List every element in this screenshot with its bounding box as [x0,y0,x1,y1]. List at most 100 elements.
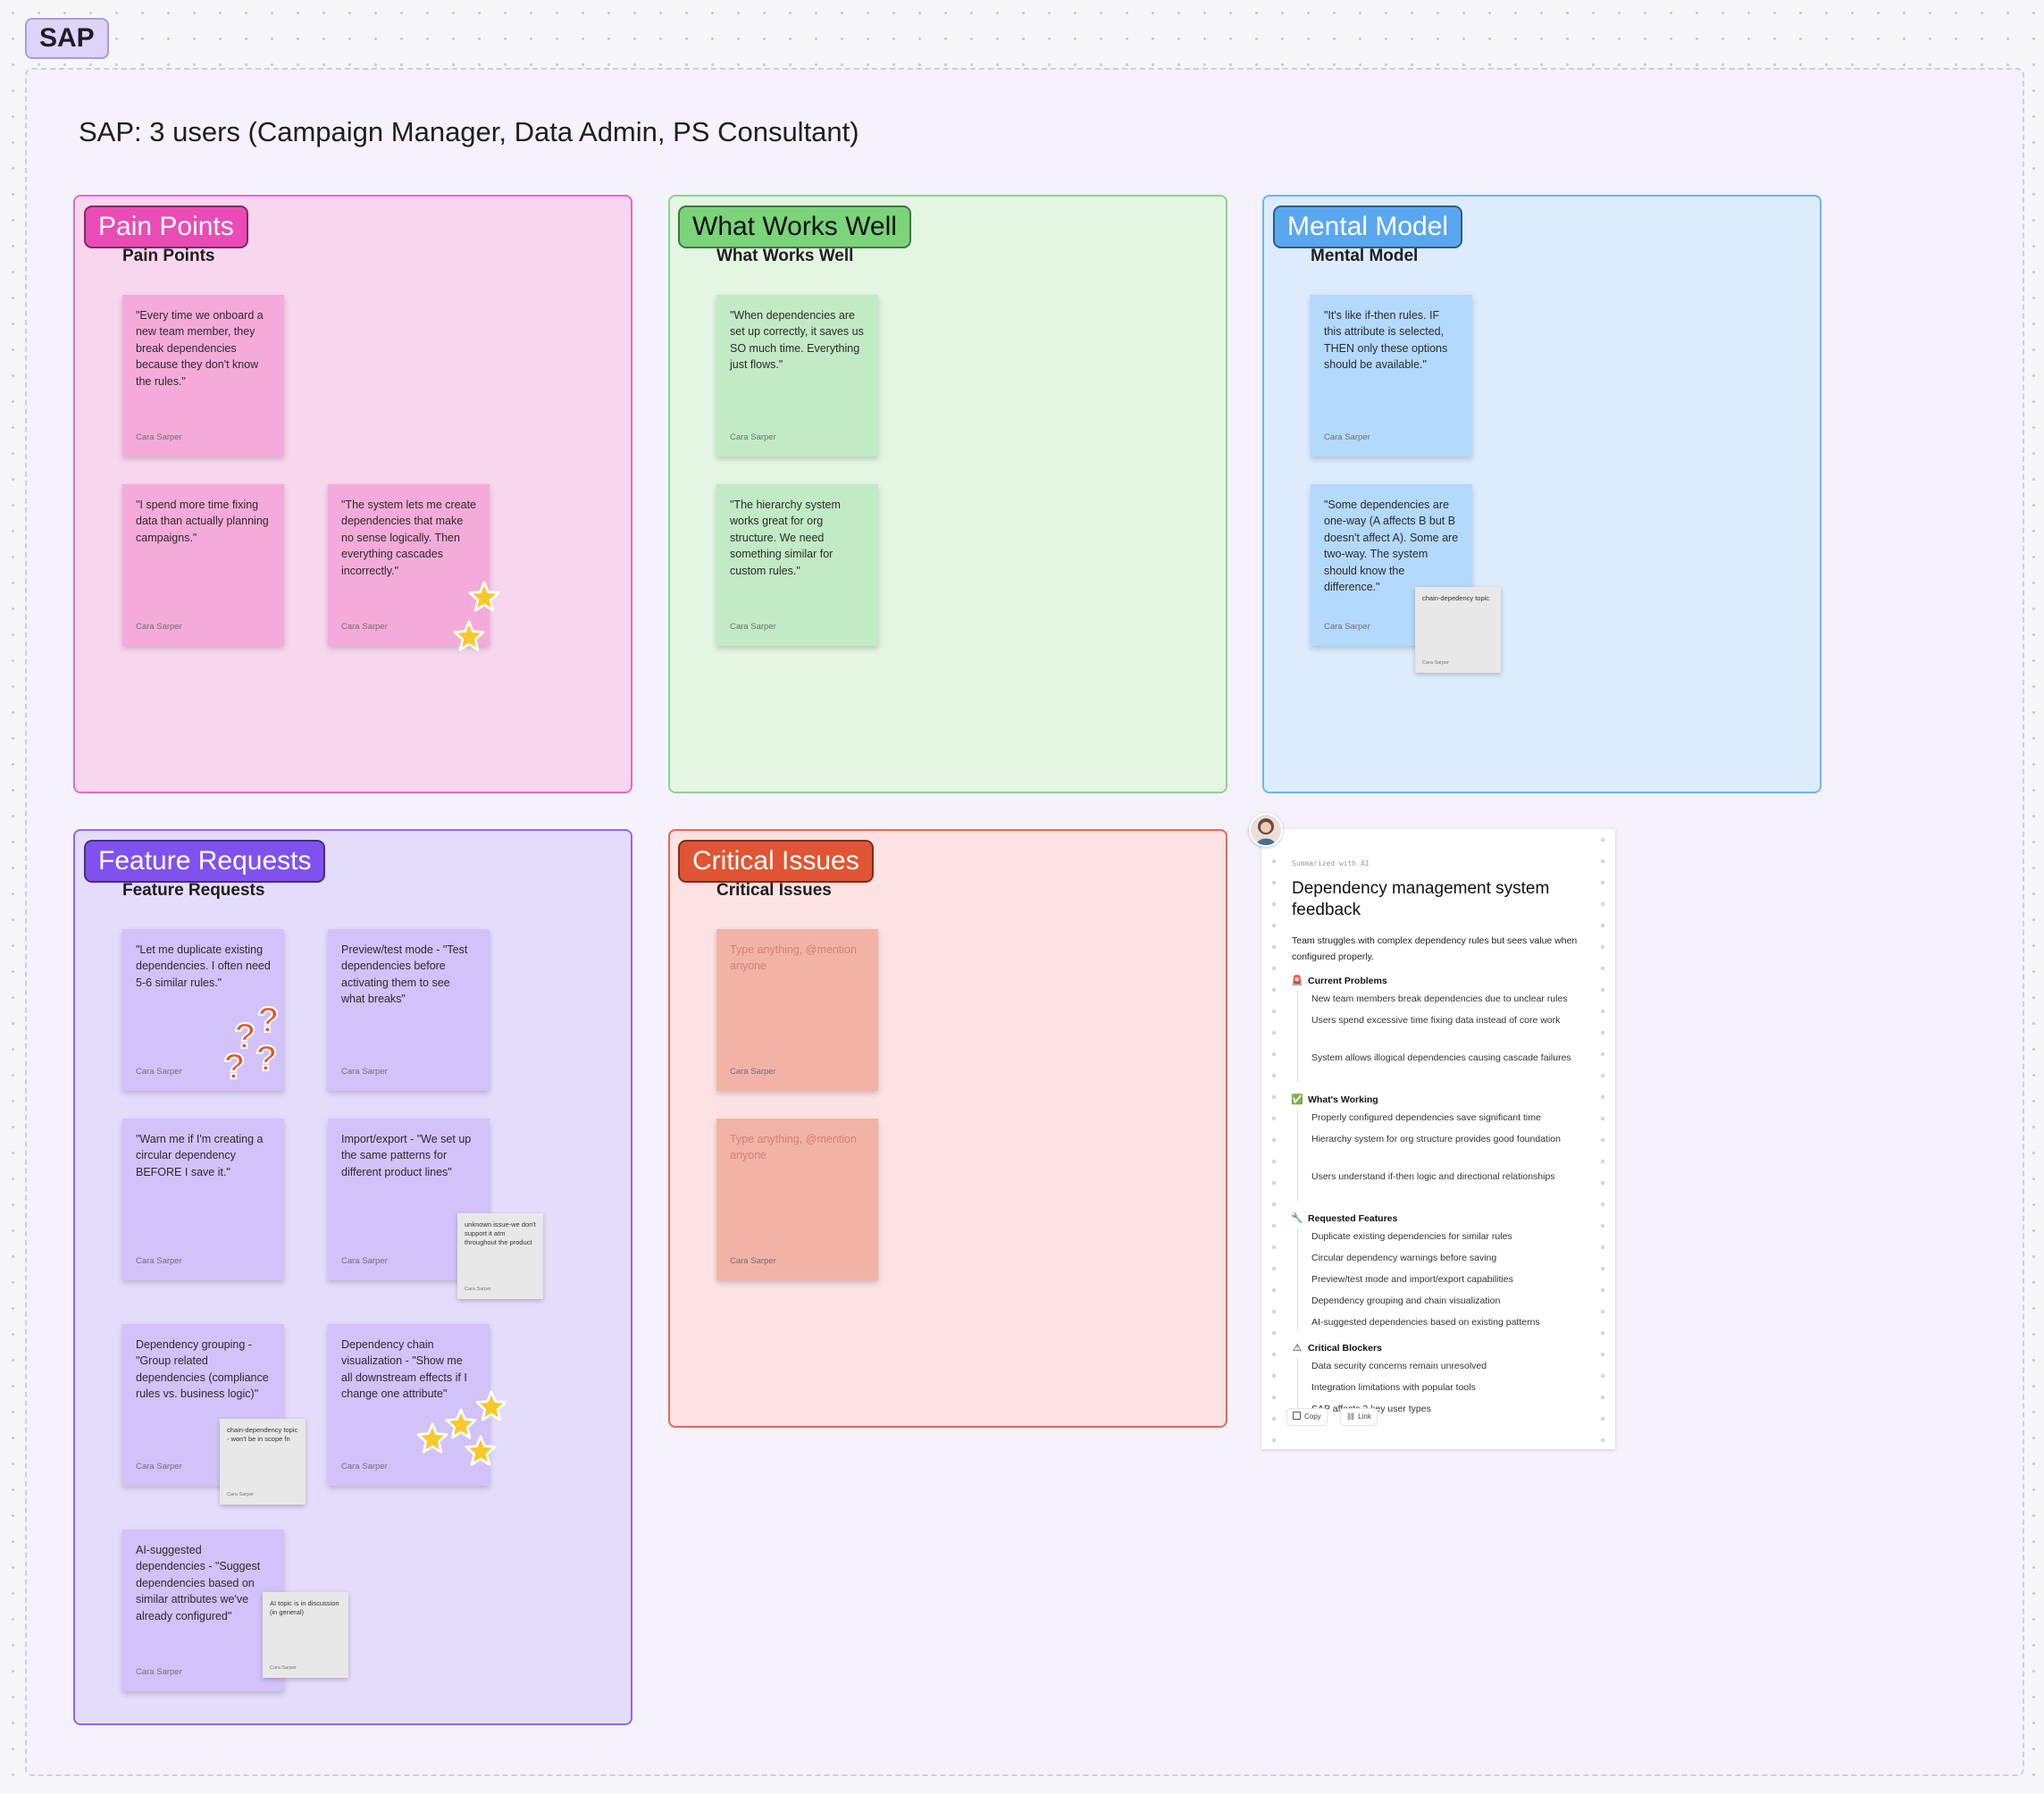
summary-section-title: Requested Features [1308,1213,1397,1224]
summary-section-heading: ✅What's Working [1290,1091,1378,1107]
sticky-author: Cara Sarper [730,622,776,632]
summary-list-item: Dependency grouping and chain visualizat… [1311,1293,1588,1309]
link-label: Link [1358,1413,1371,1421]
summary-section-icon: 🚨 [1290,975,1304,986]
comment-note-author: Cara Sarper [227,1492,254,1497]
sticky-note[interactable]: Preview/test mode - "Test dependencies b… [328,929,490,1091]
ai-summary-card[interactable]: Summarized with AI Dependency management… [1261,829,1615,1449]
section-subtitle-pain-points: Pain Points [122,247,214,266]
section-subtitle-mental-model: Mental Model [1311,247,1418,266]
comment-note-author: Cara Sarper [465,1287,491,1292]
star-sticker-icon[interactable] [416,1422,448,1454]
summary-list-item: New team members break dependencies due … [1311,991,1588,1007]
comment-note[interactable]: AI topic is in discussion (in general) C… [263,1592,348,1678]
section-tag-feature-requests[interactable]: Feature Requests [84,840,325,883]
star-sticker-icon[interactable] [475,1390,507,1422]
sticky-text: Import/export - "We set up the same patt… [341,1131,476,1180]
sticky-author: Cara Sarper [136,1067,182,1077]
summary-section-icon: ✅ [1290,1094,1304,1105]
comment-note-text: chain-depedency topic [1422,594,1494,603]
comment-note[interactable]: chain-depedency topic Cara Sarper [1415,587,1501,673]
sticky-text: "The hierarchy system works great for or… [730,497,865,579]
comment-note[interactable]: chain-dependency topic - won't be in sco… [220,1419,306,1505]
copy-label: Copy [1304,1413,1321,1421]
summary-list-item: Data security concerns remain unresolved [1311,1358,1588,1374]
sticky-note[interactable]: "I spend more time fixing data than actu… [122,484,284,646]
section-tag-critical-issues[interactable]: Critical Issues [678,840,874,883]
sticky-author: Cara Sarper [136,1667,182,1677]
comment-note-author: Cara Sarper [1422,660,1449,666]
summary-list-item: Preview/test mode and import/export capa… [1311,1271,1588,1287]
sticky-author: Cara Sarper [730,1067,776,1077]
sticky-note[interactable]: "When dependencies are set up correctly,… [716,295,878,457]
summary-list-item: Duplicate existing dependencies for simi… [1311,1228,1588,1245]
sticky-text: "Let me duplicate existing dependencies.… [136,942,271,991]
ai-summary-label: Summarized with AI [1292,859,1370,868]
star-sticker-icon[interactable] [465,1435,497,1467]
sticky-note-empty[interactable]: Type anything, @mention anyone Cara Sarp… [716,1119,878,1280]
sticky-note[interactable]: AI-suggested dependencies - "Suggest dep… [122,1530,284,1691]
star-sticker-icon[interactable] [468,581,500,613]
sticky-author: Cara Sarper [341,622,388,632]
sticky-text: "Some dependencies are one-way (A affect… [1324,497,1459,595]
sticky-author: Cara Sarper [136,1256,182,1266]
summary-list-item: Users spend excessive time fixing data i… [1311,1012,1588,1028]
sticky-note-empty[interactable]: Type anything, @mention anyone Cara Sarp… [716,929,878,1091]
summary-list-item: AI-suggested dependencies based on exist… [1311,1314,1588,1330]
summary-list-item: System allows illogical dependencies cau… [1311,1050,1588,1066]
ai-summary-intro: Team struggles with complex dependency r… [1292,933,1587,965]
summary-section-heading: 🚨 Current Problems [1290,972,1387,988]
sticky-text: "Warn me if I'm creating a circular depe… [136,1131,271,1180]
summary-section-icon: 🔧 [1290,1212,1304,1224]
section-tag-pain-points[interactable]: Pain Points [84,205,248,248]
sticky-author: Cara Sarper [730,432,776,442]
summary-list-guide [1297,1228,1298,1330]
section-tag-what-works-well[interactable]: What Works Well [678,205,911,248]
link-button[interactable]: ⛓Link [1340,1408,1378,1426]
sticky-text: "I spend more time fixing data than actu… [136,497,271,546]
sticky-text: AI-suggested dependencies - "Suggest dep… [136,1542,271,1624]
summary-list-item: Users understand if-then logic and direc… [1311,1169,1588,1185]
link-icon: ⛓ [1346,1413,1355,1421]
summary-section-title: Current Problems [1308,976,1387,986]
ai-summary-title: Dependency management system feedback [1292,878,1578,921]
comment-note[interactable]: unknown issue-we don't support it atm th… [457,1213,543,1299]
summary-list-guide [1297,1110,1298,1201]
sticky-author: Cara Sarper [1324,622,1370,632]
sticky-note[interactable]: "Every time we onboard a new team member… [122,295,284,457]
comment-note-author: Cara Sarper [270,1665,297,1671]
sticky-author: Cara Sarper [136,622,182,632]
sticky-placeholder[interactable]: Type anything, @mention anyone [730,1131,865,1164]
section-subtitle-what-works-well: What Works Well [716,247,853,266]
board-title: SAP: 3 users (Campaign Manager, Data Adm… [79,116,859,148]
sticky-author: Cara Sarper [341,1462,388,1471]
sticky-text: Dependency chain visualization - "Show m… [341,1337,476,1403]
summary-section-heading: ⚠ Critical Blockers [1290,1339,1382,1355]
summary-list-item: Circular dependency warnings before savi… [1311,1250,1588,1266]
star-sticker-icon[interactable] [453,620,485,652]
sticky-note[interactable]: "The hierarchy system works great for or… [716,484,878,646]
summary-section-icon: ⚠ [1290,1342,1304,1354]
user-avatar[interactable] [1249,813,1283,847]
sticky-note[interactable]: "It's like if-then rules. IF this attrib… [1311,295,1472,457]
sticky-note[interactable]: "Warn me if I'm creating a circular depe… [122,1119,284,1280]
summary-section-title: Critical Blockers [1308,1343,1382,1354]
question-mark-sticker-icon[interactable]: ? [257,1002,279,1038]
copy-icon [1293,1412,1301,1420]
sticky-author: Cara Sarper [730,1256,776,1266]
section-tag-mental-model[interactable]: Mental Model [1273,205,1462,248]
sticky-text: "It's like if-then rules. IF this attrib… [1324,307,1459,373]
sticky-text: "Every time we onboard a new team member… [136,307,271,390]
sticky-author: Cara Sarper [136,432,182,442]
sticky-placeholder[interactable]: Type anything, @mention anyone [730,942,865,975]
summary-list-guide [1297,991,1298,1082]
copy-button[interactable]: Copy [1286,1408,1328,1426]
board-tag[interactable]: SAP [25,18,109,59]
comment-note-text: chain-dependency topic - won't be in sco… [227,1426,298,1444]
question-mark-sticker-icon[interactable]: ? [256,1041,277,1077]
question-mark-sticker-icon[interactable]: ? [223,1049,245,1085]
card-dotted-edge-left [1270,829,1278,1449]
sticky-text: "When dependencies are set up correctly,… [730,307,865,373]
summary-list-item: Hierarchy system for org structure provi… [1311,1131,1588,1147]
summary-list-item: Properly configured dependencies save si… [1311,1110,1588,1126]
